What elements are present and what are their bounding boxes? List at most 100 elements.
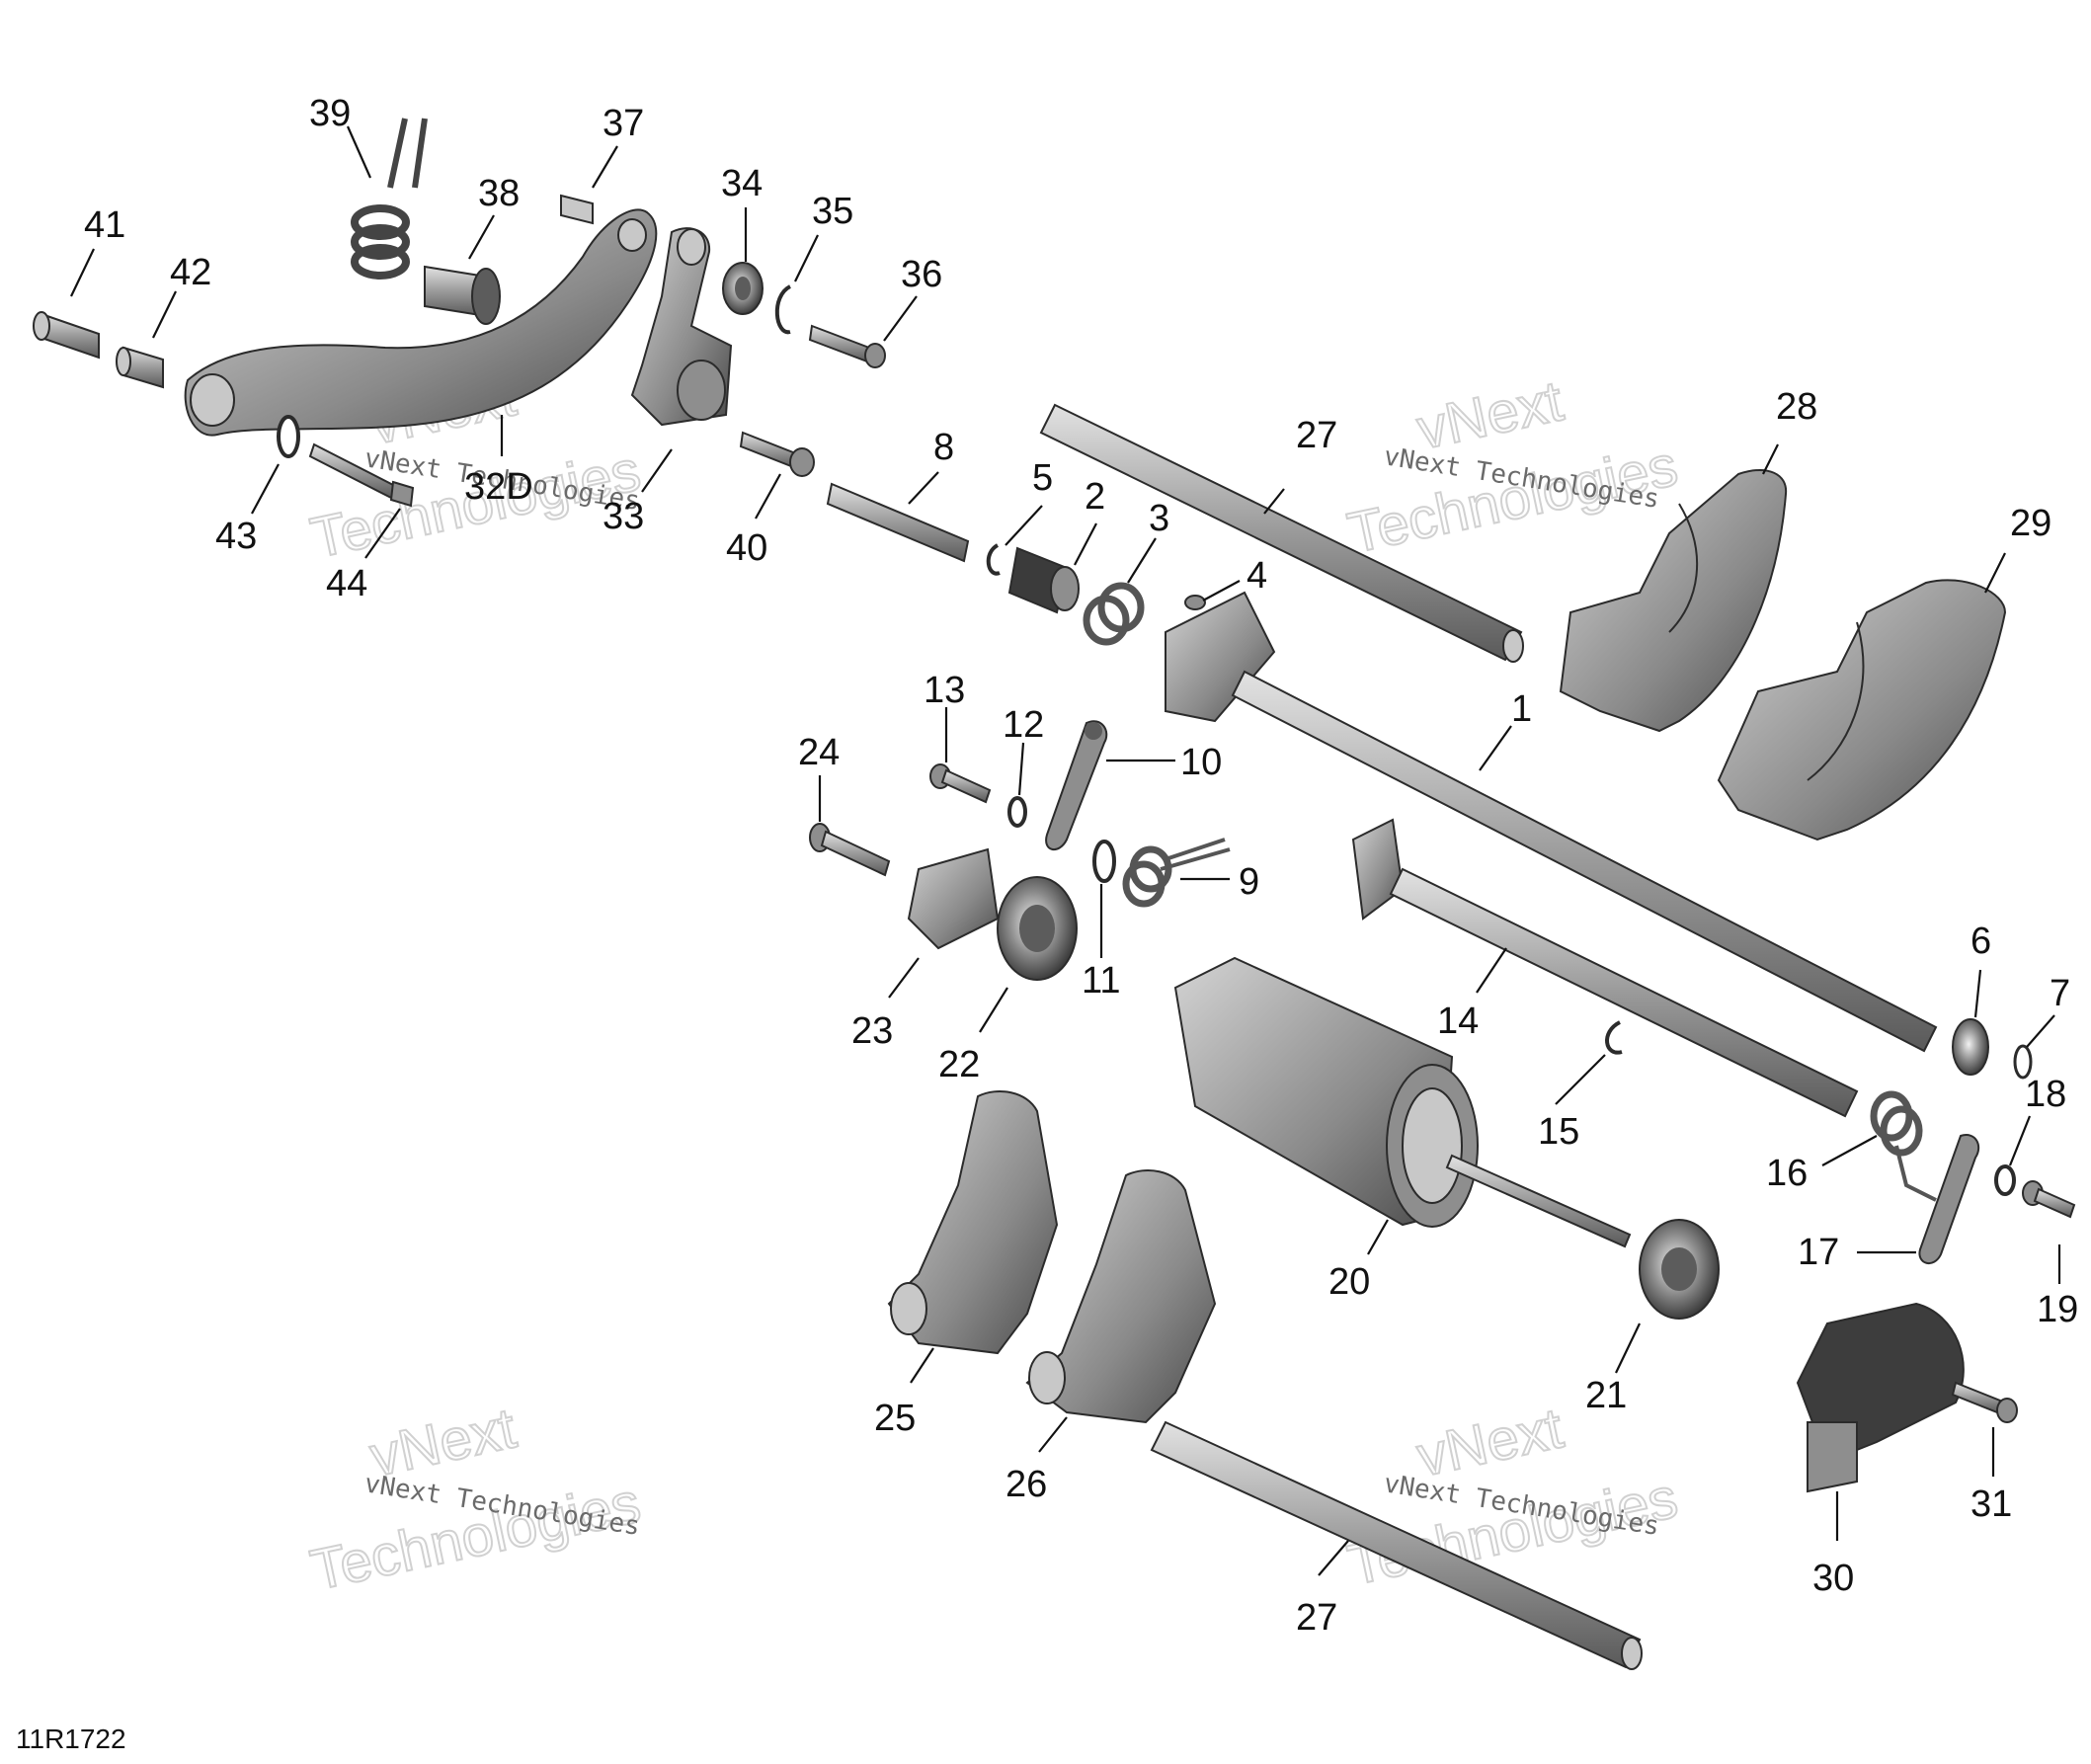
leader-42 <box>152 290 177 339</box>
callout-6: 6 <box>1970 921 1991 962</box>
callout-32d: 32D <box>464 466 533 508</box>
callout-8: 8 <box>933 427 954 468</box>
callout-41: 41 <box>84 204 125 246</box>
callout-3: 3 <box>1149 498 1169 539</box>
leader-20 <box>1367 1219 1389 1255</box>
leader-5 <box>1005 505 1043 546</box>
part-24-bolt <box>809 823 891 877</box>
part-10-lever <box>1045 720 1108 850</box>
part-12-washer <box>1007 796 1027 828</box>
part-27-fork-shaft-lower <box>1150 1420 1643 1670</box>
callout-19: 19 <box>2037 1289 2078 1330</box>
part-41-sleeve <box>33 311 100 360</box>
part-19-bolt <box>2022 1180 2076 1219</box>
callout-23: 23 <box>851 1010 893 1052</box>
part-31-bolt <box>1951 1381 2018 1423</box>
part-34-bearing <box>722 262 764 315</box>
callout-36: 36 <box>901 254 942 295</box>
leader-14 <box>1476 947 1507 994</box>
leader-43 <box>251 463 280 515</box>
part-44-bolt <box>308 442 415 508</box>
leader-27-bottom <box>1318 1540 1349 1576</box>
part-20-shift-drum <box>1173 956 1632 1248</box>
callout-16: 16 <box>1766 1153 1808 1194</box>
part-26-shift-fork <box>1025 1169 1217 1424</box>
leader-36 <box>883 295 918 342</box>
part-2-bushing <box>1007 546 1080 614</box>
callout-33: 33 <box>603 496 644 537</box>
part-35-circlip <box>774 284 792 335</box>
callout-20: 20 <box>1328 1261 1370 1303</box>
callout-39: 39 <box>309 93 351 134</box>
callout-14: 14 <box>1437 1001 1479 1042</box>
callout-31: 31 <box>1970 1483 2012 1525</box>
part-11-washer <box>1092 840 1116 883</box>
leader-8 <box>908 471 939 505</box>
part-30-position-sensor <box>1796 1302 1965 1493</box>
leader-16 <box>1821 1135 1878 1166</box>
callout-27-bottom: 27 <box>1296 1597 1337 1639</box>
part-42-bushing <box>116 346 164 389</box>
callout-12: 12 <box>1003 704 1044 746</box>
callout-30: 30 <box>1812 1558 1854 1599</box>
leader-39 <box>346 125 372 179</box>
part-9-spring <box>1122 838 1231 908</box>
part-1-shift-shaft <box>1165 591 1938 1053</box>
leader-25 <box>910 1347 934 1384</box>
leader-18 <box>2008 1115 2032 1166</box>
callout-26: 26 <box>1005 1464 1047 1505</box>
callout-labels: 1 2 3 4 5 6 7 8 9 10 11 12 13 14 15 16 1… <box>84 93 2078 1639</box>
leader-15 <box>1555 1054 1606 1105</box>
part-5-circlip <box>986 543 1001 576</box>
callout-43: 43 <box>215 516 257 557</box>
leader-28 <box>1762 443 1779 475</box>
callout-13: 13 <box>924 670 965 711</box>
callout-10: 10 <box>1180 742 1222 783</box>
callout-1: 1 <box>1511 688 1532 730</box>
part-43-washer <box>277 415 300 458</box>
callout-42: 42 <box>170 252 211 293</box>
part-40-bolt <box>739 431 815 477</box>
leader-1 <box>1479 725 1512 771</box>
callout-37: 37 <box>603 103 644 144</box>
leader-22 <box>979 987 1008 1033</box>
callout-27-top: 27 <box>1296 415 1337 456</box>
part-13-bolt <box>929 763 992 804</box>
leader-3 <box>1127 537 1157 584</box>
callout-34: 34 <box>721 163 763 204</box>
part-8-pin <box>826 482 970 563</box>
part-18-washer <box>1994 1164 2016 1196</box>
leader-23 <box>888 957 920 999</box>
callout-24: 24 <box>798 732 840 773</box>
callout-11: 11 <box>1082 960 1120 1002</box>
leader-26 <box>1038 1416 1068 1453</box>
callout-7: 7 <box>2050 973 2070 1014</box>
leader-12 <box>1017 742 1025 796</box>
part-23-index-star <box>907 847 1000 950</box>
part-29-shift-fork <box>1717 579 2007 842</box>
callout-15: 15 <box>1538 1111 1579 1153</box>
leader-37 <box>592 145 618 189</box>
figure-id: 11R1722 <box>16 1724 126 1754</box>
part-28-shift-fork <box>1559 469 1788 733</box>
part-39-torsion-spring <box>351 118 428 280</box>
watermark-word-vnext: vNext <box>1411 368 1568 461</box>
callout-35: 35 <box>812 191 853 232</box>
part-32d-shift-lever <box>184 208 658 437</box>
leader-2 <box>1074 522 1097 566</box>
watermark-top-right: vNext Technologies vNext Technologies <box>1341 367 1684 566</box>
watermark-bottom-left: vNext Technologies vNext Technologies <box>304 1395 647 1603</box>
leader-21 <box>1615 1323 1641 1374</box>
part-6-bushing <box>1952 1018 1989 1076</box>
part-17-lever <box>1918 1134 1980 1264</box>
callout-4: 4 <box>1247 555 1267 597</box>
callout-28: 28 <box>1776 386 1817 428</box>
part-33-shift-arm <box>630 227 733 427</box>
leader-7 <box>2026 1014 2055 1048</box>
leader-40 <box>755 473 781 520</box>
leader-lines <box>70 125 2061 1576</box>
part-15-circlip <box>1605 1020 1623 1055</box>
callout-2: 2 <box>1085 476 1105 518</box>
leader-38 <box>468 214 495 260</box>
